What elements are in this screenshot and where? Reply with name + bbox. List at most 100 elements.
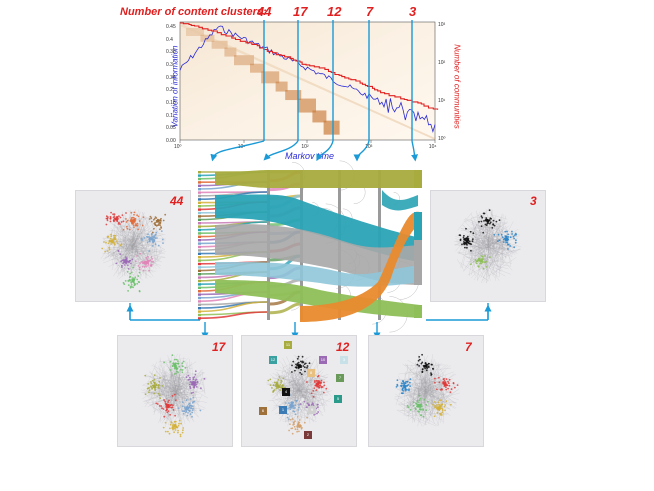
sankey-node xyxy=(198,249,201,252)
network-node xyxy=(132,224,135,226)
network-node xyxy=(194,373,197,376)
sankey-node xyxy=(198,259,201,262)
network-node xyxy=(134,220,136,223)
network-edge xyxy=(494,213,503,263)
network-edge xyxy=(507,245,514,255)
cluster-tag: 10 xyxy=(319,356,327,364)
network-node xyxy=(462,236,465,239)
network-node xyxy=(160,227,163,229)
network-edge xyxy=(275,371,298,392)
x-axis-label: Markov time xyxy=(285,151,335,161)
network-edge xyxy=(298,386,319,392)
heat-block xyxy=(200,34,215,42)
network-node xyxy=(428,362,430,365)
network-node xyxy=(280,381,282,384)
network-node xyxy=(400,382,403,385)
network-node xyxy=(138,281,141,284)
sankey-link xyxy=(269,290,301,297)
network-node xyxy=(312,403,314,406)
network-node xyxy=(119,253,122,255)
network-edge xyxy=(464,230,485,234)
network-node xyxy=(444,409,446,412)
network-edge xyxy=(110,228,137,246)
network-node xyxy=(409,409,412,411)
network-node xyxy=(174,429,177,431)
network-node xyxy=(441,403,444,406)
network-node xyxy=(478,220,480,223)
network-node xyxy=(478,266,480,268)
network-edge xyxy=(300,386,324,416)
network-edge xyxy=(427,366,437,378)
network-panel-44 xyxy=(75,190,191,302)
network-node xyxy=(177,424,180,427)
network-node xyxy=(422,415,425,418)
network-node xyxy=(472,232,475,235)
network-node xyxy=(136,222,139,225)
sankey-node xyxy=(198,252,201,255)
network-edge xyxy=(117,256,150,275)
network-node xyxy=(464,239,467,242)
network-edge xyxy=(144,389,157,408)
network-node xyxy=(151,379,154,382)
network-edge xyxy=(465,246,482,255)
sankey-node xyxy=(198,266,201,269)
sankey-link xyxy=(269,230,301,236)
network-node xyxy=(320,386,323,389)
sankey-link xyxy=(199,251,269,258)
network-edge xyxy=(148,389,196,394)
network-edge xyxy=(471,232,497,242)
network-node xyxy=(396,379,399,382)
network-node xyxy=(181,431,184,434)
network-edge xyxy=(460,256,464,268)
network-edge xyxy=(413,371,419,402)
flow-lightblue xyxy=(215,262,420,287)
network-edge xyxy=(490,214,508,220)
sankey-node xyxy=(198,286,201,289)
network-node xyxy=(146,387,149,390)
network-node xyxy=(317,406,319,409)
network-node xyxy=(115,216,118,219)
sankey-link xyxy=(199,281,269,292)
network-node xyxy=(286,416,289,419)
sankey-link xyxy=(199,281,269,289)
network-node xyxy=(291,432,294,435)
network-edge xyxy=(472,230,484,246)
network-edge xyxy=(156,390,180,395)
network-node xyxy=(172,428,174,431)
sankey-node xyxy=(198,283,201,286)
network-node xyxy=(192,376,195,379)
network-edge xyxy=(144,216,166,242)
network-node xyxy=(488,219,491,222)
network-node xyxy=(423,398,426,401)
network-edge xyxy=(290,392,299,416)
network-edge xyxy=(437,373,444,403)
network-node xyxy=(292,401,294,404)
network-node xyxy=(506,241,509,244)
network-node xyxy=(178,419,181,422)
network-edge xyxy=(494,223,505,251)
network-node xyxy=(159,397,162,400)
network-node xyxy=(418,365,420,367)
network-node xyxy=(414,408,417,411)
network-edge xyxy=(152,395,155,413)
network-node xyxy=(468,240,471,243)
network-node xyxy=(165,403,167,406)
network-edge xyxy=(400,402,421,414)
network-node xyxy=(296,425,298,428)
network-node xyxy=(148,236,150,238)
network-edge xyxy=(456,235,501,242)
network-node xyxy=(169,369,172,371)
sankey-link xyxy=(269,230,301,244)
network-node xyxy=(400,384,402,387)
network-node xyxy=(417,359,420,362)
network-edge xyxy=(416,417,437,427)
network-node xyxy=(174,364,177,366)
network-edge xyxy=(291,390,313,403)
cluster-count-17: 17 xyxy=(293,4,308,19)
network-node xyxy=(127,264,129,267)
network-node xyxy=(105,223,108,226)
network-node xyxy=(115,218,118,221)
network-node xyxy=(293,421,295,424)
network-node xyxy=(192,405,194,407)
sankey-node xyxy=(198,307,201,310)
